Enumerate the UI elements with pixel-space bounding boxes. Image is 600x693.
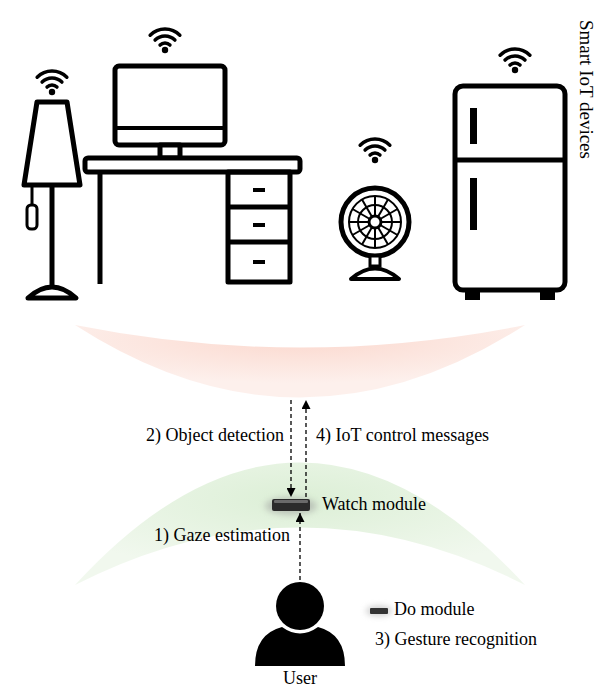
lamp-icon (24, 102, 80, 298)
device-shadow (265, 497, 317, 515)
dashed-arrow (305, 400, 306, 497)
user-band (75, 463, 525, 586)
dashed-arrow (299, 513, 300, 580)
user-icon (255, 582, 345, 666)
node-label: Smart IoT devices (575, 20, 597, 159)
wifi-symbol (150, 29, 180, 53)
watch-module: Watch module (272, 497, 310, 513)
user-node: User (255, 580, 345, 666)
wifi-symbol (37, 71, 67, 95)
step-label: 3) Gesture recognition (375, 628, 537, 650)
fan-icon (341, 188, 409, 279)
edge-label: 2) Object detection (146, 424, 284, 446)
node-label: Watch module (322, 493, 426, 515)
node-label: User (283, 667, 317, 689)
watch-module-icon (272, 499, 310, 511)
watch-module-top (274, 500, 308, 503)
device-band (75, 325, 525, 398)
edge-label: 1) Gaze estimation (154, 524, 290, 546)
edge-label: 4) IoT control messages (316, 424, 489, 446)
do-module-icon (370, 608, 388, 614)
wifi-symbol (500, 49, 530, 73)
device-shadow (366, 606, 392, 616)
wifi-symbol (360, 139, 390, 163)
computer-desk-icon (85, 66, 300, 284)
dashed-arrow (290, 400, 291, 497)
fridge-icon (455, 86, 565, 300)
do-module: Do module (370, 606, 388, 616)
device-group: Smart IoT devices (15, 15, 575, 400)
node-label: Do module (394, 598, 475, 620)
